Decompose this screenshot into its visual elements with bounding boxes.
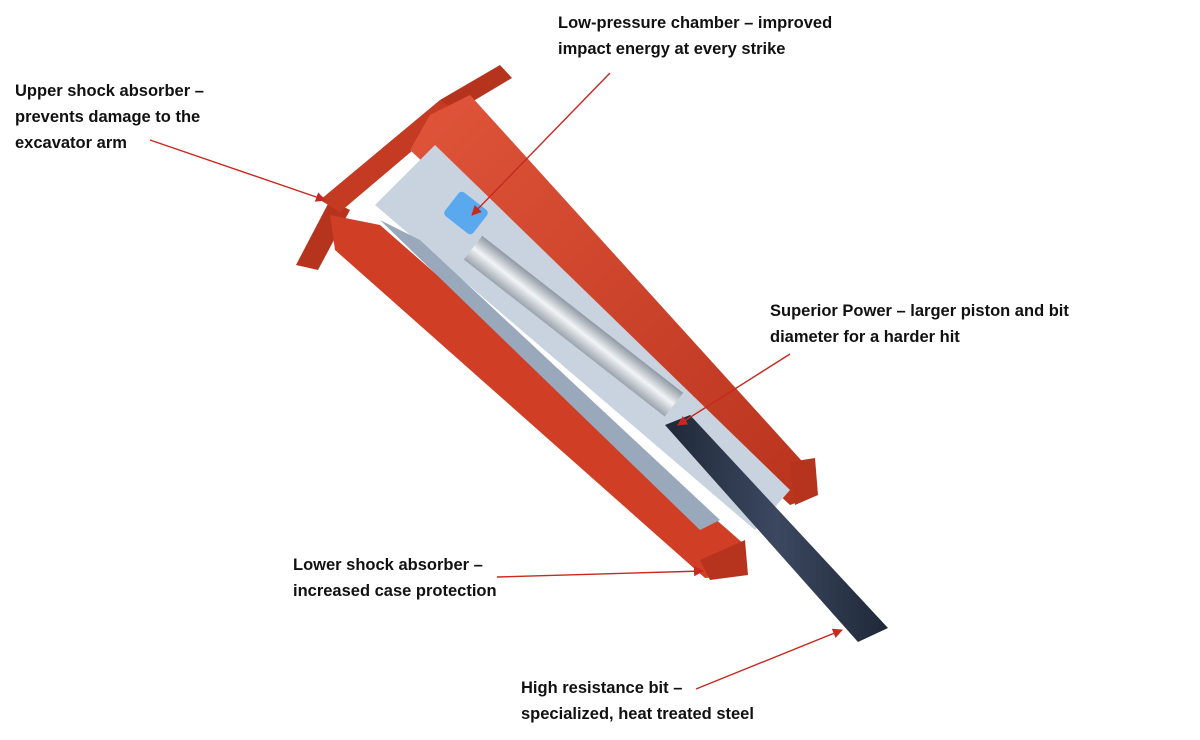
piston xyxy=(463,235,684,417)
callout-high-resistance-bit: High resistance bit – specialized, heat … xyxy=(521,675,754,727)
arrow-superior-power xyxy=(677,353,791,426)
callout-superior-power: Superior Power – larger piston and bit d… xyxy=(770,298,1069,350)
housing-lower-wall xyxy=(330,215,745,578)
bit xyxy=(665,415,888,642)
callout-line: increased case protection xyxy=(293,582,497,600)
upper-end-tab xyxy=(790,458,818,505)
callout-line: specialized, heat treated steel xyxy=(521,705,754,723)
lower-flange-tab xyxy=(700,540,748,580)
callout-upper-shock-absorber: Upper shock absorber – prevents damage t… xyxy=(15,78,204,156)
callout-lower-shock-absorber: Lower shock absorber – increased case pr… xyxy=(293,552,497,604)
callout-line: Superior Power – larger piston and bit xyxy=(770,302,1069,320)
arrow-low-pressure-chamber xyxy=(471,72,611,216)
callout-line: Lower shock absorber – xyxy=(293,556,483,574)
callout-line: Low-pressure chamber – improved xyxy=(558,14,833,32)
arrow-lower-shock-absorber xyxy=(496,566,704,578)
callout-line: High resistance bit – xyxy=(521,679,683,697)
callout-line: Upper shock absorber – xyxy=(15,82,204,100)
housing-upper-wall xyxy=(410,95,818,505)
callout-line: diameter for a harder hit xyxy=(770,328,960,346)
callout-line: excavator arm xyxy=(15,134,127,152)
callout-low-pressure-chamber: Low-pressure chamber – improved impact e… xyxy=(558,10,832,62)
arrow-high-resistance-bit xyxy=(695,628,843,690)
arrow-upper-shock-absorber xyxy=(149,139,326,202)
callout-arrows xyxy=(149,72,843,690)
callout-line: impact energy at every strike xyxy=(558,40,786,58)
low-pressure-chamber xyxy=(444,191,488,235)
callout-line: prevents damage to the xyxy=(15,108,201,126)
internal-shadow xyxy=(380,220,720,530)
